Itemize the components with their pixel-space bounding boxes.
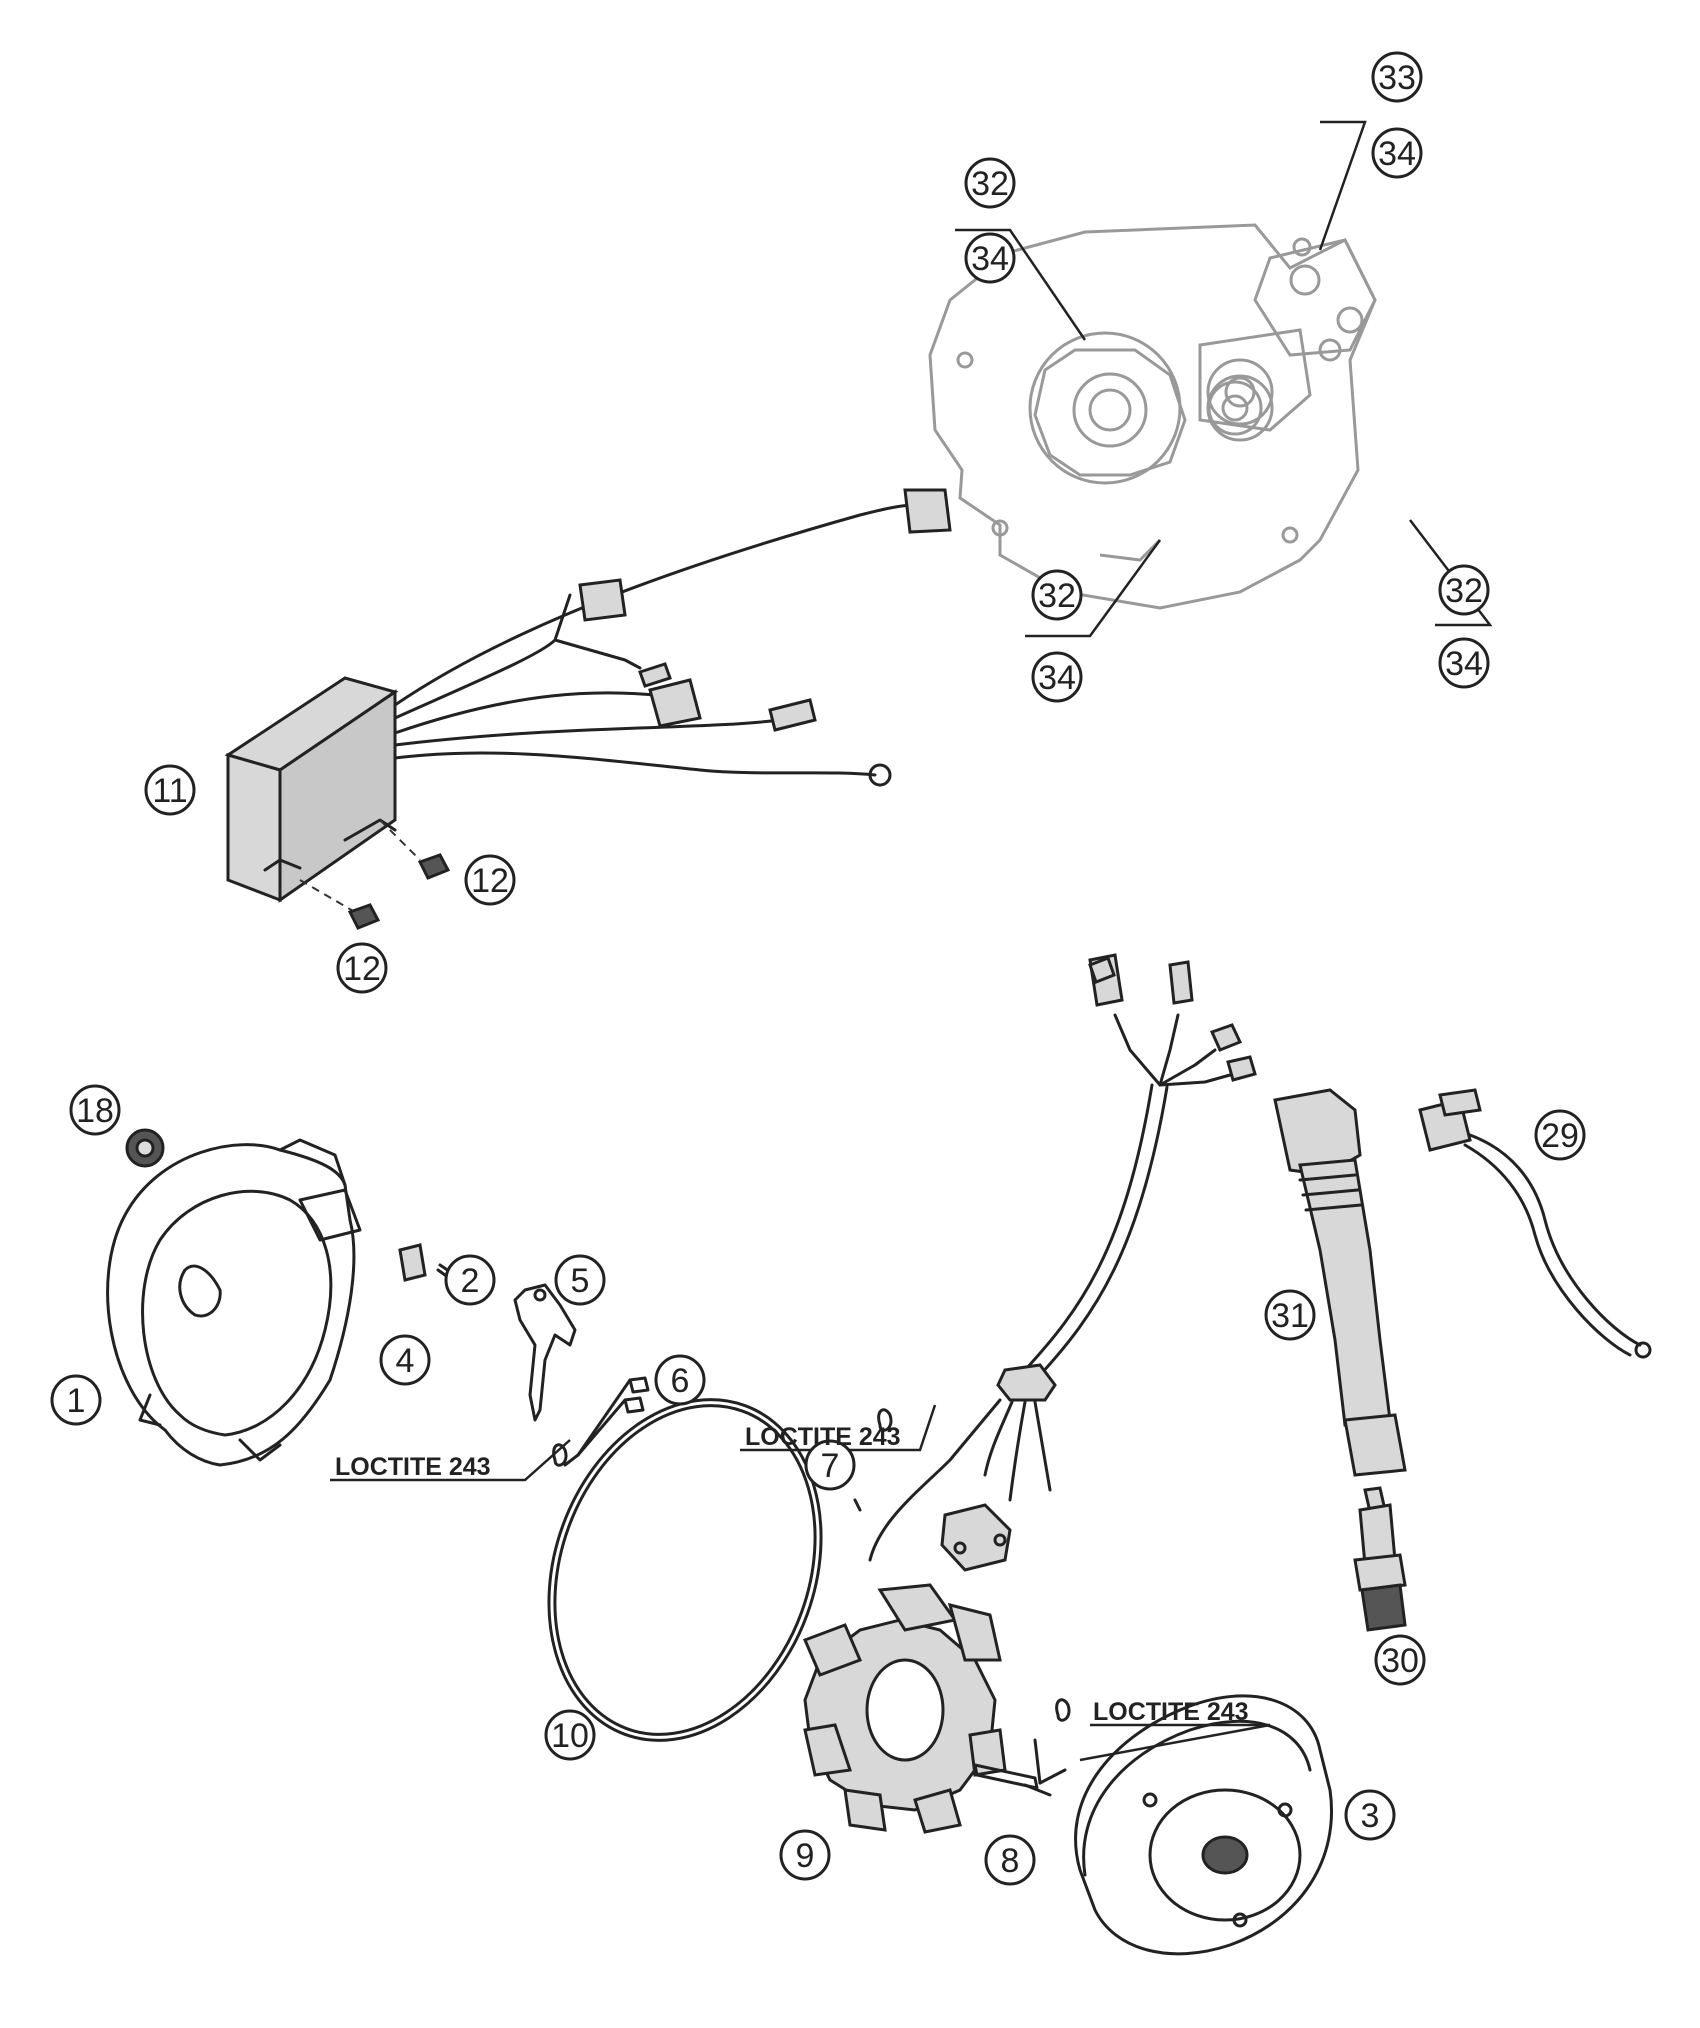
- callout-30: 30: [1374, 1634, 1426, 1686]
- callout-6: 6: [654, 1354, 706, 1406]
- loctite-label-1: LOCTITE 243: [335, 1453, 491, 1481]
- flywheel: [1074, 1694, 1333, 1956]
- pickup-block: [398, 1243, 427, 1282]
- callout-12-lower: 12: [336, 942, 388, 994]
- callout-32-34-left: 32 34: [964, 157, 1016, 284]
- bracket-screws: [563, 1376, 650, 1467]
- svg-text:31: 31: [1271, 1297, 1309, 1335]
- callout-18: 18: [69, 1084, 121, 1136]
- svg-text:LOCTITE 243: LOCTITE 243: [335, 1453, 491, 1481]
- pickup-bracket: [513, 1283, 577, 1422]
- callout-32-34-bottom-left: 32 34: [1031, 569, 1083, 703]
- loctite-drop-3: [1055, 1698, 1071, 1722]
- oil-plug: [125, 1128, 165, 1168]
- generator-cover-outline: [928, 223, 1377, 610]
- loctite-drop-2: [853, 1408, 893, 1512]
- callout-3: 3: [1344, 1789, 1396, 1841]
- coil-connector-wire: [1418, 1088, 1652, 1359]
- stator: [803, 1583, 1007, 1834]
- loctite-drop-1: [552, 1443, 568, 1467]
- svg-text:12: 12: [343, 950, 381, 988]
- leader-lines: [330, 120, 1493, 1762]
- svg-text:32: 32: [971, 165, 1009, 203]
- ignition-coil: [1273, 1088, 1407, 1477]
- stator-screws: [973, 1738, 1067, 1797]
- callout-12-upper: 12: [464, 854, 516, 906]
- loctite-label-2: LOCTITE 243: [745, 1423, 901, 1451]
- callout-10: 10: [544, 1709, 596, 1761]
- svg-text:7: 7: [821, 1447, 840, 1485]
- svg-text:11: 11: [152, 772, 187, 810]
- svg-text:18: 18: [76, 1092, 114, 1130]
- loctite-label-3: LOCTITE 243: [1093, 1698, 1249, 1726]
- callout-1: 1: [50, 1374, 102, 1426]
- svg-text:34: 34: [971, 240, 1009, 278]
- svg-text:2: 2: [461, 1262, 480, 1300]
- svg-text:32: 32: [1445, 572, 1483, 610]
- svg-text:4: 4: [396, 1342, 415, 1380]
- svg-text:29: 29: [1541, 1117, 1579, 1155]
- callout-5: 5: [554, 1254, 606, 1306]
- svg-text:33: 33: [1378, 59, 1416, 97]
- callout-4: 4: [379, 1334, 431, 1386]
- callout-2: 2: [444, 1254, 496, 1306]
- callout-11: 11: [144, 764, 196, 816]
- cdi-wiring-harness: [393, 488, 952, 787]
- svg-text:30: 30: [1381, 1642, 1419, 1680]
- crankshaft-seal-housing: [1033, 348, 1187, 477]
- svg-text:1: 1: [67, 1382, 86, 1420]
- svg-text:10: 10: [551, 1717, 589, 1755]
- svg-text:8: 8: [1001, 1842, 1020, 1880]
- svg-text:12: 12: [471, 862, 509, 900]
- o-ring: [547, 1398, 823, 1742]
- svg-text:LOCTITE 243: LOCTITE 243: [1093, 1698, 1249, 1726]
- callout-29: 29: [1534, 1109, 1586, 1161]
- svg-text:9: 9: [796, 1837, 815, 1875]
- cdi-mounting-screws: [299, 819, 451, 930]
- svg-text:34: 34: [1038, 659, 1076, 697]
- svg-text:3: 3: [1361, 1797, 1380, 1835]
- callout-32-34-bottom-right: 32 34: [1438, 564, 1490, 689]
- ignition-cover: [106, 1138, 362, 1467]
- svg-text:6: 6: [671, 1362, 690, 1400]
- pickup-sensor: [940, 1503, 1012, 1572]
- svg-text:34: 34: [1378, 135, 1416, 173]
- stator-harness: [868, 953, 1257, 1562]
- callout-8: 8: [984, 1834, 1036, 1886]
- cdi-unit: [224, 676, 399, 903]
- callout-9: 9: [779, 1829, 831, 1881]
- spark-plug: [1353, 1486, 1407, 1632]
- svg-text:LOCTITE 243: LOCTITE 243: [745, 1423, 901, 1451]
- callout-7: 7: [804, 1439, 856, 1491]
- svg-text:34: 34: [1445, 645, 1483, 683]
- callout-31: 31: [1264, 1289, 1316, 1341]
- svg-text:32: 32: [1038, 577, 1076, 615]
- callout-33-34-top: 33 34: [1371, 51, 1423, 179]
- svg-text:5: 5: [571, 1262, 590, 1300]
